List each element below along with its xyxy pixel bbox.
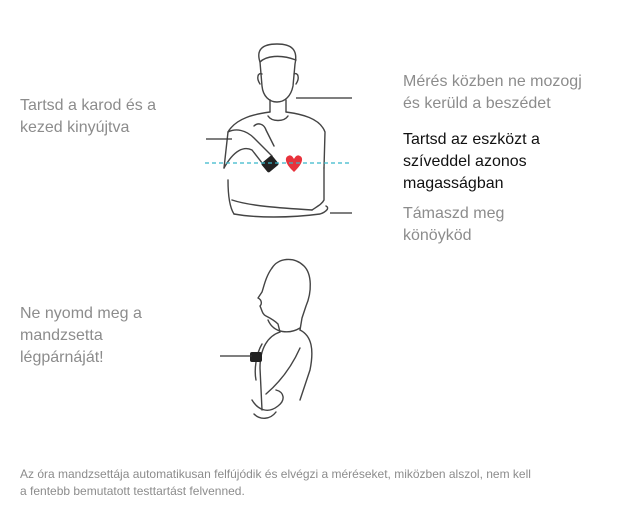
- side-watch-icon: [250, 352, 262, 362]
- side-figure: [251, 258, 313, 419]
- instruction-no-press-cuff: Ne nyomd meg a mandzsetta légpárnáját!: [20, 305, 142, 366]
- instruction-heart-level: Tartsd az eszközt a szíveddel azonos mag…: [403, 131, 540, 192]
- footnote: Az óra mandzsettája automatikusan felfúj…: [20, 467, 531, 498]
- heart-icon: [285, 155, 303, 172]
- front-watch-icon: [261, 155, 279, 173]
- instruction-support-elbow: Támaszd meg könöyköd: [403, 205, 505, 244]
- instruction-stay-still: Mérés közben ne mozogj és kerüld a beszé…: [403, 73, 582, 112]
- instruction-arm-extend: Tartsd a karod és a kezed kinyújtva: [20, 97, 157, 136]
- front-figure: [223, 43, 329, 218]
